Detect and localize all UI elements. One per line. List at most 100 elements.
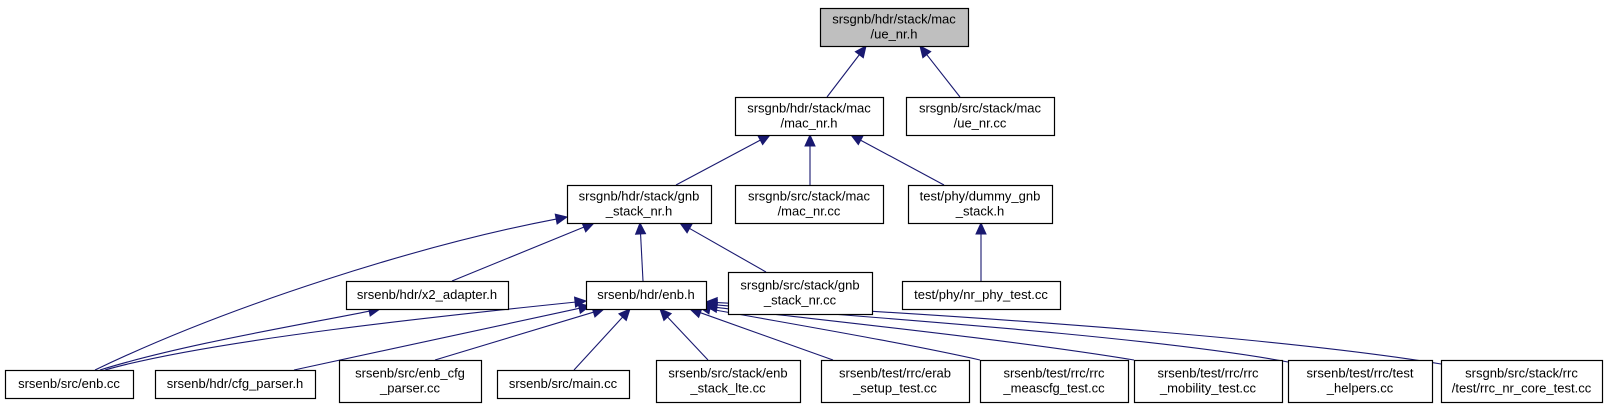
node-cfg-parser-h[interactable]: srsenb/hdr/cfg_parser.h (154, 369, 317, 400)
node-rrc-nr-core-test-cc[interactable]: srsgnb/src/stack/rrc/test/rrc_nr_core_te… (1440, 359, 1604, 404)
edge-line (104, 301, 576, 371)
node-label-line: srsgnb/hdr/stack/mac (832, 12, 956, 27)
node-label-line: srsgnb/src/stack/mac (748, 189, 871, 204)
node-box (496, 369, 631, 400)
node-box (907, 184, 1054, 225)
node-label-line: srsenb/test/rrc/test (1307, 366, 1414, 381)
arrowhead-icon (554, 213, 569, 225)
node-ue-nr-h[interactable]: srsgnb/hdr/stack/mac/ue_nr.h (819, 7, 970, 48)
node-enb-h[interactable]: srsenb/hdr/enb.h (585, 280, 708, 311)
node-gnb-stack-nr-h[interactable]: srsgnb/hdr/stack/gnb_stack_nr.h (566, 184, 713, 225)
node-label-line: srsenb/src/enb_cfg (355, 366, 465, 381)
node-box (345, 280, 510, 311)
node-label-line: srsgnb/src/stack/gnb (740, 278, 859, 293)
node-label-line: test/phy/nr_phy_test.cc (914, 287, 1048, 302)
node-nr-phy-test-cc[interactable]: test/phy/nr_phy_test.cc (901, 280, 1062, 311)
arrowhead-icon (804, 133, 816, 147)
node-mac-nr-h[interactable]: srsgnb/hdr/stack/mac/mac_nr.h (734, 96, 885, 137)
node-box (566, 184, 713, 225)
node-label-line: _meascfg_test.cc (1002, 381, 1105, 396)
node-box (1440, 359, 1604, 404)
node-box (1133, 359, 1284, 404)
edge-line (700, 312, 834, 361)
node-label-line: _mobility_test.cc (1159, 381, 1257, 396)
node-erab-setup-test-cc[interactable]: srsenb/test/rrc/erab_setup_test.cc (820, 359, 971, 404)
node-label-line: _stack_nr.h (605, 204, 673, 219)
edge-mac_nr_h-to-ue_nr_h (826, 45, 867, 98)
edge-line (716, 306, 1135, 361)
node-main-cc[interactable]: srsenb/src/main.cc (496, 369, 631, 400)
node-box (727, 271, 874, 316)
node-box (819, 7, 970, 48)
node-label-line: srsgnb/src/stack/rrc (1465, 366, 1578, 381)
arrowhead-icon (704, 296, 718, 309)
node-label-line: srsenb/hdr/x2_adapter.h (357, 287, 497, 302)
arrowhead-icon (757, 134, 772, 146)
node-label-line: /ue_nr.cc (954, 116, 1007, 131)
edge-line (709, 308, 981, 361)
node-label-line: _stack.h (955, 204, 1004, 219)
node-label-line: srsenb/test/rrc/erab (839, 366, 951, 381)
node-box (901, 280, 1062, 311)
edge-enb_stack_lte_cc-to-enb_h (659, 308, 709, 361)
node-label-line: _helpers.cc (1326, 381, 1394, 396)
node-label-line: /mac_nr.cc (778, 204, 841, 219)
arrowhead-icon (849, 134, 864, 146)
node-gnb-stack-nr-cc[interactable]: srsgnb/src/stack/gnb_stack_nr.cc (727, 271, 874, 316)
edge-main_cc-to-enb_h (573, 308, 631, 371)
node-label-line: _setup_test.cc (852, 381, 937, 396)
arrowhead-icon (678, 222, 693, 234)
node-box (905, 96, 1056, 137)
node-label-line: _parser.cc (379, 381, 440, 396)
node-box (820, 359, 971, 404)
node-enb-cc[interactable]: srsenb/src/enb.cc (4, 369, 135, 400)
arrowhead-icon (617, 308, 631, 322)
node-box (1287, 359, 1434, 404)
node-label-line: _stack_nr.cc (763, 293, 837, 308)
node-box (979, 359, 1130, 404)
edge-ue_nr_cc-to-ue_nr_h (919, 45, 961, 98)
node-label-line: srsenb/src/stack/enb (668, 366, 787, 381)
edge-line (293, 307, 580, 371)
node-box (154, 369, 317, 400)
node-label-line: srsenb/hdr/enb.h (597, 287, 695, 302)
node-label-line: srsgnb/src/stack/mac (919, 101, 1042, 116)
edge-gnb_stack_nr_h-to-mac_nr_h (675, 134, 772, 186)
node-x2-adapter-h[interactable]: srsenb/hdr/x2_adapter.h (345, 280, 510, 311)
node-box (585, 280, 708, 311)
node-dummy-gnb-stack-h[interactable]: test/phy/dummy_gnb_stack.h (907, 184, 1054, 225)
node-label-line: srsenb/hdr/cfg_parser.h (167, 376, 304, 391)
edge-enb_h-to-gnb_stack_nr_h (634, 221, 647, 282)
node-label-line: srsenb/test/rrc/rrc (1157, 366, 1259, 381)
node-label-line: srsgnb/hdr/stack/gnb (579, 189, 700, 204)
node-rrc-meascfg-test-cc[interactable]: srsenb/test/rrc/rrc_meascfg_test.cc (979, 359, 1130, 404)
node-box (4, 369, 135, 400)
node-label-line: /mac_nr.h (780, 116, 837, 131)
node-box (734, 96, 885, 137)
edge-mac_nr_cc-to-mac_nr_h (804, 133, 816, 185)
edge-line (451, 226, 585, 282)
arrowhead-icon (634, 221, 647, 235)
node-label-line: test/phy/dummy_gnb (920, 189, 1041, 204)
node-box (734, 184, 885, 225)
node-label-line: srsgnb/hdr/stack/mac (747, 101, 871, 116)
edge-line (826, 54, 860, 98)
arrowhead-icon (854, 45, 867, 59)
node-label-line: srsenb/src/enb.cc (18, 376, 120, 391)
edge-line (434, 311, 594, 361)
node-label-line: /test/rrc_nr_core_test.cc (1452, 381, 1592, 396)
arrowhead-icon (659, 308, 673, 322)
node-mac-nr-cc[interactable]: srsgnb/src/stack/mac/mac_nr.cc (734, 184, 885, 225)
node-enb-cfg-parser-cc[interactable]: srsenb/src/enb_cfg_parser.cc (338, 359, 483, 404)
edge-line (99, 310, 370, 371)
edge-enb_cc-to-gnb_stack_nr_h (94, 213, 569, 371)
node-label-line: /ue_nr.h (871, 27, 918, 42)
node-test-helpers-cc[interactable]: srsenb/test/rrc/test_helpers.cc (1287, 359, 1434, 404)
arrowhead-icon (919, 45, 932, 59)
node-rrc-mobility-test-cc[interactable]: srsenb/test/rrc/rrc_mobility_test.cc (1133, 359, 1284, 404)
node-ue-nr-cc[interactable]: srsgnb/src/stack/mac/ue_nr.cc (905, 96, 1056, 137)
graph-nodes: srsgnb/hdr/stack/mac/ue_nr.hsrsgnb/hdr/s… (4, 7, 1604, 404)
node-enb-stack-lte-cc[interactable]: srsenb/src/stack/enb_stack_lte.cc (655, 359, 802, 404)
edge-gnb_stack_nr_cc-to-gnb_stack_nr_h (678, 222, 767, 273)
